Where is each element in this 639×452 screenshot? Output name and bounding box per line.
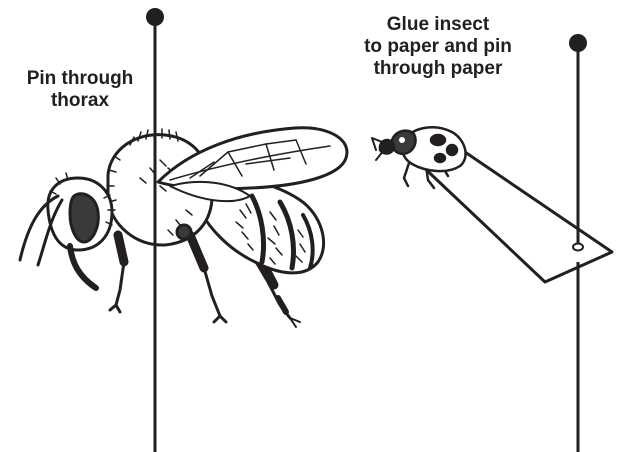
label-line: thorax	[0, 90, 160, 112]
bee-mouthparts	[70, 246, 96, 288]
glue-insect-label: Glue insect to paper and pin through pap…	[338, 14, 538, 80]
pin-head	[569, 34, 587, 52]
bee-eye	[70, 194, 98, 242]
pin-through-thorax-label: Pin through thorax	[0, 68, 160, 112]
label-line: through paper	[338, 58, 538, 80]
label-line: Pin through	[0, 68, 160, 90]
ladybug-leg	[404, 160, 410, 186]
bee-icon	[20, 128, 347, 327]
label-line: to paper and pin	[338, 36, 538, 58]
label-line: Glue insect	[338, 14, 538, 36]
ladybug-spot	[431, 135, 445, 145]
ladybug-pronotum-mark	[399, 137, 405, 143]
pin-hole	[573, 244, 583, 251]
ladybug-spot	[435, 154, 445, 162]
bee-middle-leg	[190, 235, 226, 322]
bee-leg-joint	[177, 225, 191, 239]
ladybug-spot	[447, 145, 457, 155]
pin-head	[146, 8, 164, 26]
bee-front-leg	[110, 235, 124, 312]
bee-forewing	[158, 128, 347, 189]
